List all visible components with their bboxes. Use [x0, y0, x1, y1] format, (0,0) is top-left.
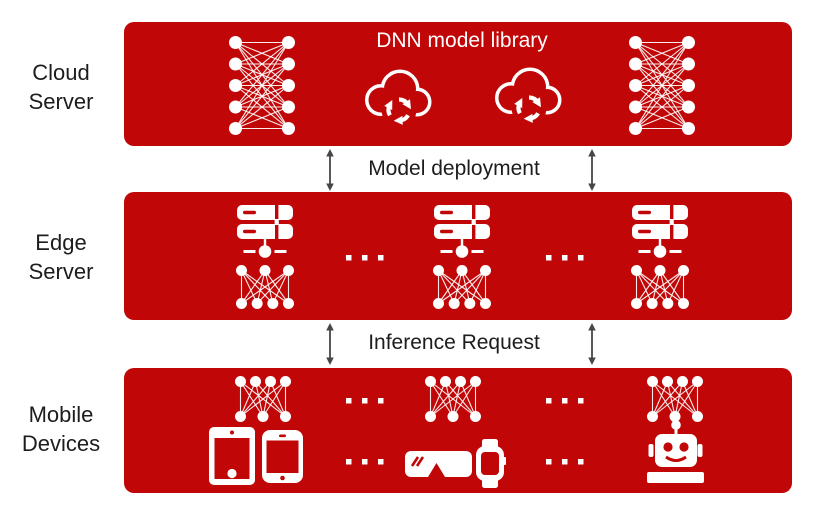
- ellipsis-dots: [546, 459, 584, 465]
- tier-label-line: Cloud: [32, 60, 90, 85]
- ellipsis-dots: [346, 459, 384, 465]
- cloud-sync-icon: [486, 61, 570, 131]
- smart-glasses-icon: [405, 451, 472, 478]
- tier-label-line: Devices: [21, 431, 101, 456]
- double-arrow-icon: [586, 323, 598, 365]
- ellipsis-dots: [346, 398, 384, 404]
- tier-label-cloud-server: Cloud Server: [0, 58, 122, 116]
- dnn-network-icon: [629, 36, 695, 135]
- smartwatch-icon: [474, 439, 506, 488]
- double-arrow-icon: [324, 149, 336, 191]
- edge-server-icon: [433, 205, 491, 259]
- robot-icon: [644, 419, 707, 483]
- model-deployment-label: Model deployment: [368, 157, 540, 180]
- tablet-icon: [209, 427, 255, 485]
- ellipsis-dots: [346, 255, 384, 261]
- mobile-dnn-network-icon: [235, 376, 291, 422]
- edge-server-icon: [631, 205, 689, 259]
- dnn-network-icon: [229, 36, 295, 135]
- tier-label-edge-server: Edge Server: [0, 228, 122, 286]
- inference-request-label: Inference Request: [368, 331, 540, 354]
- mobile-dnn-network-icon: [647, 376, 703, 422]
- tier-label-line: Server: [28, 89, 94, 114]
- mobile-dnn-network-icon: [425, 376, 481, 422]
- tier-label-mobile-devices: Mobile Devices: [0, 400, 122, 458]
- ellipsis-dots: [546, 255, 584, 261]
- ellipsis-dots: [546, 398, 584, 404]
- double-arrow-icon: [586, 149, 598, 191]
- tier-label-line: Edge: [35, 230, 87, 255]
- edge-dnn-network-icon: [433, 265, 491, 309]
- cloud-sync-icon: [356, 63, 440, 133]
- tier-label-line: Server: [28, 259, 94, 284]
- dnn-model-library-title: DNN model library: [376, 29, 548, 52]
- tier-label-line: Mobile: [28, 402, 94, 427]
- edge-server-icon: [236, 205, 294, 259]
- edge-dnn-network-icon: [631, 265, 689, 309]
- edge-dnn-network-icon: [236, 265, 294, 309]
- smartphone-icon: [262, 430, 303, 483]
- double-arrow-icon: [324, 323, 336, 365]
